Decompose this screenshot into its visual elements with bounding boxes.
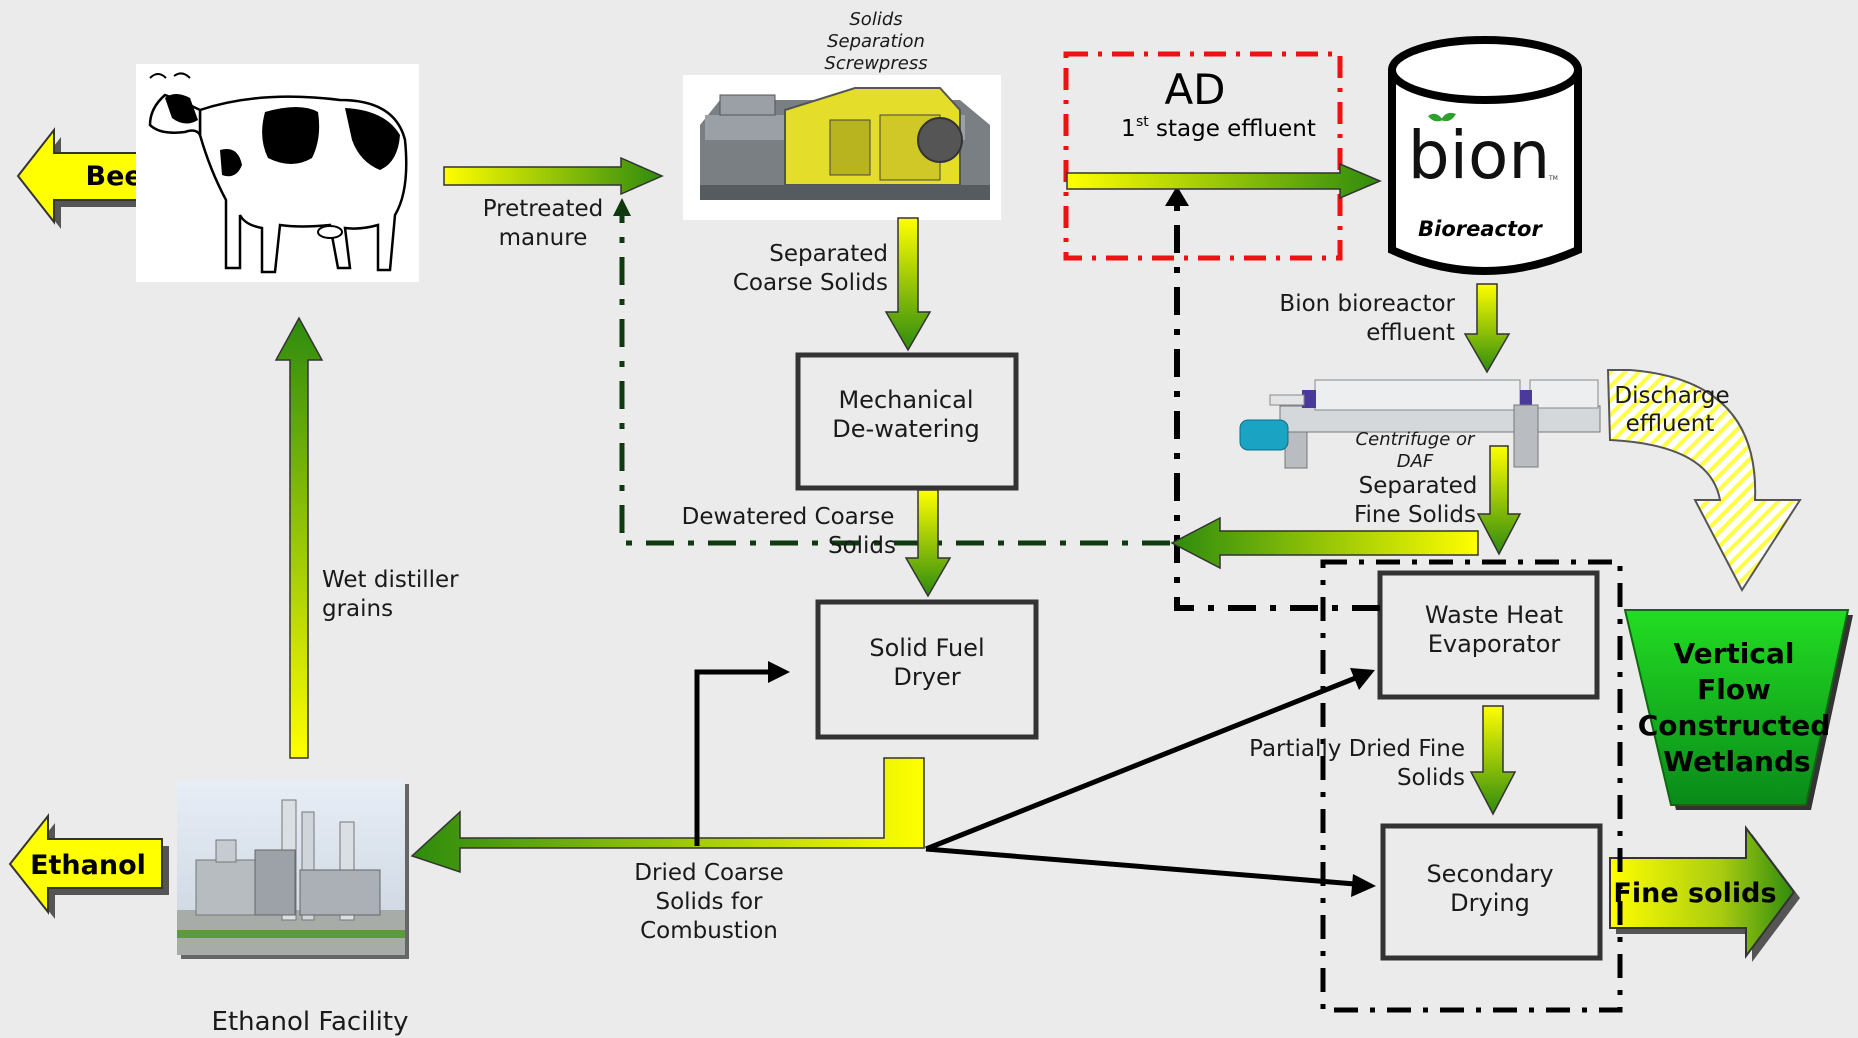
secondary-drying-box: Secondary Drying <box>1380 823 1603 961</box>
svg-text:Drying: Drying <box>1450 889 1530 917</box>
svg-text:DAF: DAF <box>1397 451 1434 472</box>
svg-text:manure: manure <box>499 225 588 251</box>
svg-text:Partially Dried Fine: Partially Dried Fine <box>1249 736 1465 762</box>
svg-text:Screwpress: Screwpress <box>824 53 927 74</box>
dried-coarse-label: Dried Coarse Solids for Combustion <box>634 860 783 944</box>
svg-text:Flow: Flow <box>1697 673 1771 706</box>
secondary-feed-arrowhead <box>1351 874 1376 897</box>
svg-text:Solids: Solids <box>1397 765 1465 791</box>
separated-coarse-label: Separated Coarse Solids <box>733 241 888 296</box>
partially-dried-down-arrow <box>1469 705 1517 816</box>
partially-dried-label: Partially Dried Fine Solids <box>1249 736 1465 791</box>
dryer-feed-arrowhead <box>768 661 790 683</box>
svg-text:Constructed: Constructed <box>1638 709 1831 742</box>
ethanol-output-arrow: Ethanol <box>8 813 169 919</box>
split-lines <box>925 674 1359 887</box>
separated-fine-left-arrow <box>1170 516 1479 570</box>
svg-text:Solid Fuel: Solid Fuel <box>869 634 984 662</box>
svg-text:Separated: Separated <box>769 241 888 267</box>
svg-text:effluent: effluent <box>1626 411 1715 437</box>
bion-logo: bion <box>1408 117 1550 194</box>
solid-fuel-dryer-box: Solid Fuel Dryer <box>815 599 1039 740</box>
waste-heat-evaporator-box: Waste Heat Evaporator <box>1377 570 1600 700</box>
svg-text:Vertical: Vertical <box>1673 637 1794 670</box>
evaporator-feed-arrowhead <box>1350 668 1375 690</box>
ad-first: 1 <box>1121 116 1136 142</box>
svg-text:Evaporator: Evaporator <box>1428 630 1561 658</box>
svg-text:Discharge: Discharge <box>1614 383 1729 409</box>
svg-text:Fine Solids: Fine Solids <box>1354 502 1476 528</box>
svg-text:Coarse Solids: Coarse Solids <box>733 270 888 296</box>
ethanol-facility-label: Ethanol Facility <box>212 1007 409 1037</box>
dewatered-label: Dewatered Coarse Solids <box>682 504 896 559</box>
coarse-recycle-dashed-line <box>613 198 1170 546</box>
beef-output-arrow: Beef <box>16 127 165 229</box>
dryer-feed-line <box>694 669 770 846</box>
svg-text:grains: grains <box>322 596 393 622</box>
bion-tm: TM <box>1548 175 1558 182</box>
centrifuge-caption: Centrifuge or DAF <box>1356 429 1476 472</box>
pretreated-manure-label: Pretreated manure <box>483 196 604 251</box>
ad-return-dashdot-line <box>1165 186 1380 611</box>
bioreactor-caption: Bioreactor <box>1418 217 1543 241</box>
ad-effluent: stage effluent <box>1156 116 1316 142</box>
svg-text:Dryer: Dryer <box>893 663 960 691</box>
svg-text:Separation: Separation <box>827 31 925 52</box>
svg-text:Secondary: Secondary <box>1426 860 1553 888</box>
wet-distiller-up-arrow <box>274 316 324 759</box>
svg-text:Solids for: Solids for <box>656 889 764 915</box>
ad-title: AD <box>1164 65 1225 114</box>
svg-text:Waste Heat: Waste Heat <box>1425 601 1563 629</box>
ad-effluent-arrow <box>1066 162 1382 200</box>
wet-distiller-label: Wet distiller grains <box>322 567 459 622</box>
ethanol-label: Ethanol <box>30 850 146 881</box>
discharge-effluent-arrow <box>1606 369 1802 592</box>
cow-image <box>136 64 419 282</box>
ad-stage-box: AD 1 st stage effluent <box>1063 51 1343 261</box>
screwpress-image <box>683 75 1001 220</box>
svg-text:Mechanical: Mechanical <box>838 386 973 414</box>
mechanical-dewatering-box: Mechanical De-watering <box>795 352 1019 491</box>
discharge-effluent-label: Discharge effluent <box>1614 383 1729 437</box>
svg-text:Combustion: Combustion <box>640 918 778 944</box>
svg-text:Wet distiller: Wet distiller <box>322 567 459 593</box>
bion-effluent-label: Bion bioreactor effluent <box>1279 291 1455 346</box>
svg-text:Separated: Separated <box>1359 473 1478 499</box>
svg-text:Centrifuge or: Centrifuge or <box>1356 429 1476 450</box>
dewatered-down-arrow <box>904 489 952 598</box>
centrifuge-image <box>1239 379 1601 469</box>
fine-solids-down-arrow <box>1476 445 1522 556</box>
bioreactor-tank: bion TM Bioreactor <box>1388 36 1582 275</box>
constructed-wetlands-shape: Vertical Flow Constructed Wetlands <box>1623 609 1853 810</box>
svg-text:Solids: Solids <box>849 9 902 30</box>
fine-solids-label: Fine solids <box>1613 878 1776 909</box>
ad-sup: st <box>1136 114 1149 130</box>
svg-text:Bion bioreactor: Bion bioreactor <box>1279 291 1455 317</box>
svg-text:Solids: Solids <box>828 533 896 559</box>
separated-fine-label: Separated Fine Solids <box>1354 473 1477 528</box>
fine-solids-output-arrow: Fine solids <box>1609 825 1800 962</box>
dried-coarse-arrow <box>410 757 925 874</box>
svg-text:Dried Coarse: Dried Coarse <box>634 860 783 886</box>
svg-text:effluent: effluent <box>1366 320 1455 346</box>
bion-effluent-down-arrow <box>1463 283 1511 374</box>
pretreated-manure-arrow <box>443 156 664 196</box>
screwpress-caption: Solids Separation Screwpress <box>824 9 927 74</box>
svg-text:Pretreated: Pretreated <box>483 196 604 222</box>
svg-text:De-watering: De-watering <box>832 415 979 443</box>
svg-text:Wetlands: Wetlands <box>1663 745 1810 778</box>
svg-text:Dewatered Coarse: Dewatered Coarse <box>682 504 895 530</box>
coarse-solids-down-arrow <box>884 217 932 352</box>
ethanol-plant-image <box>177 780 409 959</box>
